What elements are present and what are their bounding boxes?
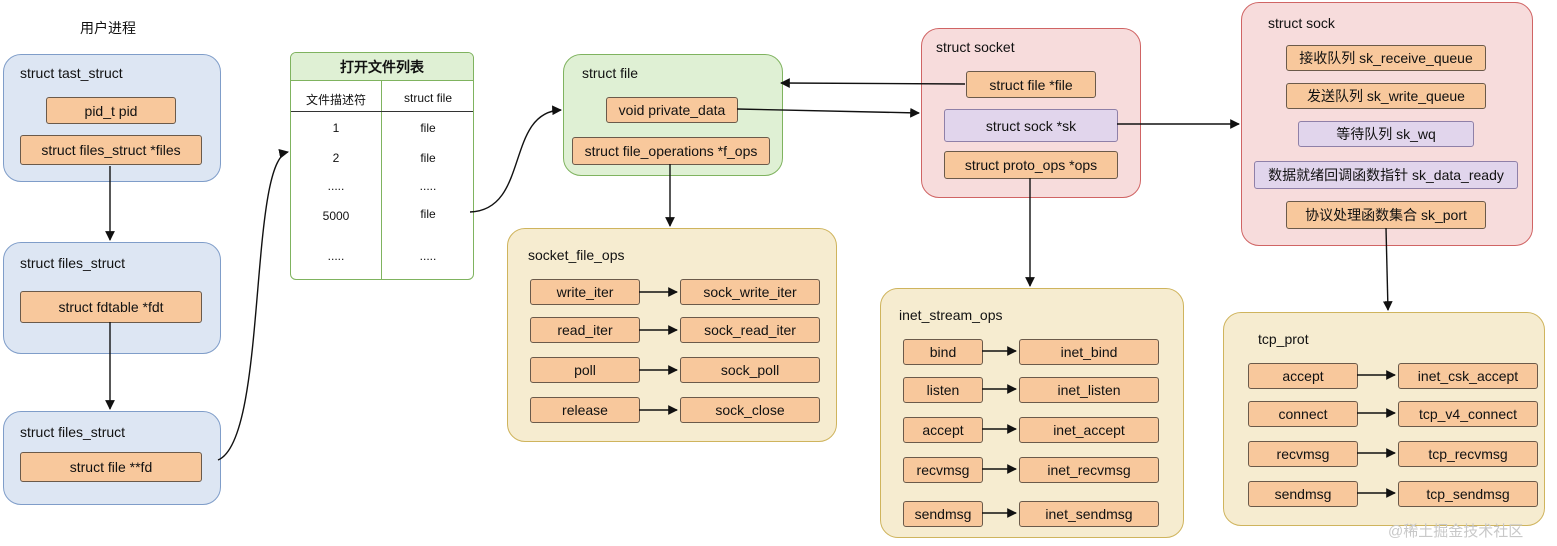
sock-port[interactable]: 协议处理函数集合 sk_port	[1286, 201, 1486, 229]
table-row-file[interactable]: file	[420, 207, 436, 221]
table-title: 打开文件列表	[291, 53, 473, 81]
task-struct-container: struct tast_struct pid_t pid struct file…	[3, 54, 221, 182]
op-impl-box[interactable]: inet_csk_accept	[1398, 363, 1538, 389]
op-impl-box[interactable]: inet_recvmsg	[1019, 457, 1159, 483]
fd-field[interactable]: struct file **fd	[20, 452, 202, 482]
arrow-fd-to-table	[217, 148, 289, 461]
table-row-file: .....	[419, 249, 437, 263]
sock-write-queue[interactable]: 发送队列 sk_write_queue	[1286, 83, 1486, 109]
op-impl-box[interactable]: inet_bind	[1019, 339, 1159, 365]
table-row-file: .....	[419, 179, 437, 193]
op-impl-box[interactable]: sock_write_iter	[680, 279, 820, 305]
table-divider	[381, 81, 383, 279]
struct-sock-title: struct sock	[1268, 15, 1335, 31]
op-name-box[interactable]: read_iter	[530, 317, 640, 343]
op-name-box[interactable]: recvmsg	[1248, 441, 1358, 467]
socket-ops-field[interactable]: struct proto_ops *ops	[944, 151, 1118, 179]
table-row-fd: .....	[327, 179, 345, 193]
sock-data-ready[interactable]: 数据就绪回调函数指针 sk_data_ready	[1254, 161, 1518, 189]
struct-file-title: struct file	[582, 65, 639, 81]
tcp-prot-container: tcp_prot accept inet_csk_accept connect …	[1223, 312, 1545, 526]
inet-stream-ops-title: inet_stream_ops	[899, 307, 1003, 323]
struct-sock-container: struct sock 接收队列 sk_receive_queue 发送队列 s…	[1241, 2, 1533, 246]
files-struct-a-title: struct files_struct	[20, 255, 126, 271]
arrow-private-data-to-socket	[736, 107, 920, 118]
struct-socket-container: struct socket struct file *file struct s…	[921, 28, 1141, 198]
op-impl-box[interactable]: tcp_v4_connect	[1398, 401, 1538, 427]
op-impl-box[interactable]: inet_accept	[1019, 417, 1159, 443]
sock-wait-queue[interactable]: 等待队列 sk_wq	[1298, 121, 1474, 147]
task-struct-title: struct tast_struct	[20, 65, 123, 81]
pid-field[interactable]: pid_t pid	[46, 97, 176, 124]
socket-sk-field[interactable]: struct sock *sk	[944, 109, 1118, 142]
table-row-fd[interactable]: 5000	[322, 209, 350, 223]
op-impl-box[interactable]: sock_read_iter	[680, 317, 820, 343]
op-name-box[interactable]: bind	[903, 339, 983, 365]
struct-file-container: struct file void private_data struct fil…	[563, 54, 783, 176]
op-name-box[interactable]: sendmsg	[903, 501, 983, 527]
arrow-table-to-struct-file	[469, 105, 562, 213]
op-name-box[interactable]: listen	[903, 377, 983, 403]
tcp-prot-title: tcp_prot	[1258, 331, 1309, 347]
fdt-field[interactable]: struct fdtable *fdt	[20, 291, 202, 323]
op-impl-box[interactable]: tcp_sendmsg	[1398, 481, 1538, 507]
op-name-box[interactable]: sendmsg	[1248, 481, 1358, 507]
op-name-box[interactable]: recvmsg	[903, 457, 983, 483]
files-field[interactable]: struct files_struct *files	[20, 135, 202, 165]
f-ops-field[interactable]: struct file_operations *f_ops	[572, 137, 770, 165]
struct-socket-title: struct socket	[936, 39, 1015, 55]
op-impl-box[interactable]: inet_sendmsg	[1019, 501, 1159, 527]
table-row-file[interactable]: file	[420, 121, 436, 135]
table-row-file[interactable]: file	[420, 151, 436, 165]
op-name-box[interactable]: accept	[1248, 363, 1358, 389]
op-impl-box[interactable]: tcp_recvmsg	[1398, 441, 1538, 467]
files-struct-b-title: struct files_struct	[20, 424, 126, 440]
table-row-fd[interactable]: 2	[332, 151, 340, 165]
watermark: @稀土掘金技术社区	[1388, 523, 1524, 540]
socket-file-field[interactable]: struct file *file	[966, 71, 1096, 98]
op-impl-box[interactable]: inet_listen	[1019, 377, 1159, 403]
files-struct-container-a: struct files_struct struct fdtable *fdt	[3, 242, 221, 354]
open-files-table: 打开文件列表 文件描述符 struct file 1 file 2 file .…	[290, 52, 474, 280]
op-name-box[interactable]: release	[530, 397, 640, 423]
inet-stream-ops-container: inet_stream_ops bind inet_bind listen in…	[880, 288, 1184, 538]
table-header-file: struct file	[403, 91, 452, 105]
table-header-rule	[291, 111, 473, 113]
op-name-box[interactable]: write_iter	[530, 279, 640, 305]
arrow-socket-file-to-struct-file	[780, 78, 966, 88]
op-name-box[interactable]: accept	[903, 417, 983, 443]
arrow-sk-port-to-tcp-prot	[1382, 227, 1393, 311]
table-row-fd: .....	[327, 249, 345, 263]
sock-receive-queue[interactable]: 接收队列 sk_receive_queue	[1286, 45, 1486, 71]
user-process-label: 用户进程	[80, 20, 136, 36]
socket-file-ops-title: socket_file_ops	[528, 247, 625, 263]
table-header-fd: 文件描述符	[305, 93, 366, 107]
files-struct-container-b: struct files_struct struct file **fd	[3, 411, 221, 505]
table-row-fd[interactable]: 1	[332, 121, 340, 135]
op-impl-box[interactable]: sock_close	[680, 397, 820, 423]
op-impl-box[interactable]: sock_poll	[680, 357, 820, 383]
op-name-box[interactable]: connect	[1248, 401, 1358, 427]
private-data-field[interactable]: void private_data	[606, 97, 738, 123]
